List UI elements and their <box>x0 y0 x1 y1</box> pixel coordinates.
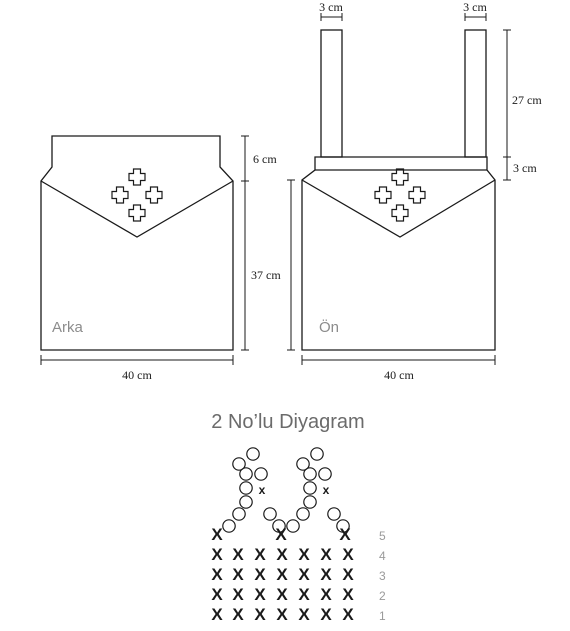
label-back-panel: Arka <box>52 319 84 336</box>
right-arch-chain-circle <box>303 481 317 495</box>
stitch-x-row-3: X <box>342 565 354 584</box>
stitch-x-row-2: X <box>342 585 354 604</box>
left-arch-chain-circle <box>239 495 253 509</box>
back-cross-icon-left <box>111 186 129 204</box>
dim-line-strap-length <box>503 29 511 158</box>
stitch-x-row-4: X <box>276 545 288 564</box>
left-arch-chain-circle <box>246 447 260 461</box>
row-number-5: 5 <box>379 529 386 543</box>
stitch-x-row-1: X <box>232 605 244 624</box>
right-arch-chain-circle <box>303 467 317 481</box>
stitch-x-row-2: X <box>211 585 223 604</box>
stitch-x-row-2: X <box>276 585 288 604</box>
right-arch-chain-circle <box>336 519 350 533</box>
front-cross-icon-left <box>374 186 392 204</box>
dim-line-back-body <box>241 181 249 351</box>
label-strap-right-width: 3 cm <box>463 0 487 14</box>
stitch-x-row-1: X <box>298 605 310 624</box>
left-arch-chain-circle <box>239 467 253 481</box>
stitch-x-row-4: X <box>320 545 332 564</box>
stitch-x-row-3: X <box>320 565 332 584</box>
motif-groups <box>111 168 426 222</box>
dim-line-band <box>503 157 511 181</box>
left-arch-chain-inner-x: x <box>259 483 266 497</box>
stitch-x-row-2: X <box>232 585 244 604</box>
front-cross-icon-right <box>408 186 426 204</box>
right-arch-chain-inner-x: x <box>323 483 330 497</box>
stitch-x-row-2: X <box>320 585 332 604</box>
label-back-width: 40 cm <box>122 368 152 382</box>
dim-line-strap-right-width <box>464 13 487 21</box>
stitch-x-row-3: X <box>254 565 266 584</box>
left-arch-chain-circle <box>232 507 246 521</box>
left-arch-chain-circle <box>239 481 253 495</box>
row-number-2: 2 <box>379 589 386 603</box>
row-number-1: 1 <box>379 609 386 623</box>
stitch-x-row-1: X <box>254 605 266 624</box>
dim-line-front-body <box>287 179 295 351</box>
panel-labels: Arka Ön <box>52 318 339 336</box>
stitch-x-row-1: X <box>276 605 288 624</box>
front-strap-left <box>320 29 343 158</box>
front-cross-icon-bottom <box>391 204 409 222</box>
stitch-x-row-1: X <box>320 605 332 624</box>
right-arch-chain-circle <box>296 457 310 471</box>
right-arch-chain-circle <box>296 507 310 521</box>
stitch-x-row-4: X <box>342 545 354 564</box>
stitch-x-row-3: X <box>298 565 310 584</box>
back-panel-v-flap <box>40 180 234 238</box>
dim-line-front-width <box>301 355 496 365</box>
left-arch-chain-circle <box>232 457 246 471</box>
stitch-x-row-2: X <box>298 585 310 604</box>
back-panel-outline <box>40 135 234 351</box>
left-arch-chain-circle <box>263 507 277 521</box>
left-arch-chain-circle <box>222 519 236 533</box>
diagram-title: 2 No’lu Diyagram <box>211 411 364 433</box>
dim-line-back-width <box>40 355 234 365</box>
stitch-x-row-2: X <box>254 585 266 604</box>
stitch-x-row-4: X <box>211 545 223 564</box>
stitch-x-row-4: X <box>232 545 244 564</box>
back-cross-icon-right <box>145 186 163 204</box>
dimension-lines <box>40 13 511 365</box>
label-front-panel: Ön <box>319 318 339 336</box>
row-number-4: 4 <box>379 549 386 563</box>
label-front-width: 40 cm <box>384 368 414 382</box>
left-arch-chain-circle <box>272 519 286 533</box>
back-cross-icon-bottom <box>128 204 146 222</box>
stitch-x-row-4: X <box>298 545 310 564</box>
front-strap-right <box>464 29 487 158</box>
label-back-top: 6 cm <box>253 152 277 166</box>
label-strap-left-width: 3 cm <box>319 0 343 14</box>
front-panel-outline <box>301 156 496 351</box>
stitch-x-row-3: X <box>232 565 244 584</box>
dimension-labels: 40 cm 6 cm 37 cm 40 cm 3 cm 3 cm 27 cm 3… <box>122 0 542 382</box>
right-arch-chain-circle <box>286 519 300 533</box>
front-panel-v-flap <box>301 179 496 238</box>
front-panel <box>301 29 496 351</box>
stitch-x-row-1: X <box>342 605 354 624</box>
front-cross-icon-top <box>391 168 409 186</box>
dim-line-back-top <box>241 135 249 182</box>
stitch-x-row-3: X <box>276 565 288 584</box>
back-cross-icon-top <box>128 168 146 186</box>
dim-line-strap-left-width <box>320 13 343 21</box>
right-arch-chain-circle <box>303 495 317 509</box>
right-arch-chain-circle <box>327 507 341 521</box>
left-arch-chain-circle <box>254 467 268 481</box>
label-back-body: 37 cm <box>251 268 281 282</box>
stitch-x-row-5: X <box>211 525 223 544</box>
stitch-x-row-1: X <box>211 605 223 624</box>
label-strap-length: 27 cm <box>512 93 542 107</box>
row-number-3: 3 <box>379 569 386 583</box>
right-arch-chain-circle <box>310 447 324 461</box>
right-arch-chain-circle <box>318 467 332 481</box>
stitch-x-row-4: X <box>254 545 266 564</box>
stitch-x-row-3: X <box>211 565 223 584</box>
back-panel <box>40 135 234 351</box>
label-band: 3 cm <box>513 161 537 175</box>
